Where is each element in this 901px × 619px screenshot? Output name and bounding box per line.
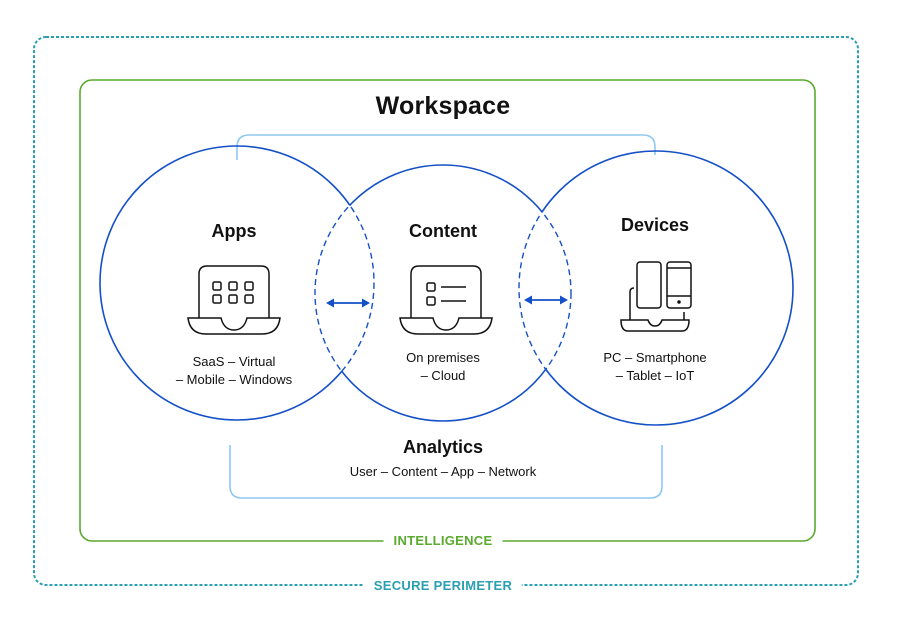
apps-title: Apps: [211, 221, 257, 241]
devices-line-2: – Tablet – IoT: [615, 368, 695, 383]
bidirectional-arrow-icon: [326, 298, 370, 308]
apps-line-1: SaaS – Virtual: [192, 354, 276, 369]
devices-line-1: PC – Smartphone: [603, 350, 707, 365]
devices-icon: [620, 261, 692, 332]
circle-apps: [99, 145, 375, 421]
intelligence-label: INTELLIGENCE: [383, 533, 503, 548]
circle-devices: [518, 150, 794, 426]
analytics-subtitle: User – Content – App – Network: [349, 464, 537, 479]
devices-title: Devices: [620, 215, 690, 235]
content-line-1: On premises: [406, 350, 480, 365]
analytics-bracket: [229, 445, 663, 499]
apps-line-2: – Mobile – Windows: [175, 372, 293, 387]
content-line-2: – Cloud: [420, 368, 466, 383]
circle-content: [314, 164, 572, 422]
secure-perimeter-label: SECURE PERIMETER: [363, 578, 523, 593]
laptop-checklist-icon: [399, 265, 493, 335]
content-title: Content: [409, 221, 477, 241]
bidirectional-arrow-icon: [524, 295, 568, 305]
page-title: Workspace: [375, 92, 511, 120]
laptop-apps-grid-icon: [187, 265, 281, 335]
workspace-top-bracket: [236, 134, 656, 160]
analytics-title: Analytics: [402, 437, 484, 457]
